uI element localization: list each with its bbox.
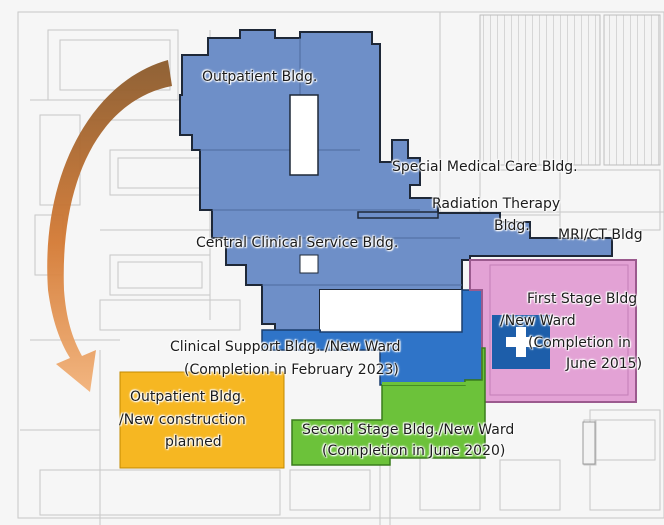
label-central-clinical-service-bldg: Central Clinical Service Bldg. — [196, 235, 399, 251]
second-stage-gap — [382, 382, 482, 385]
radiation-corridor — [357, 211, 439, 219]
label-first-stage-line2: /New Ward — [500, 313, 576, 329]
label-first-stage-line4: June 2015) — [566, 356, 643, 372]
label-clinical-support-line1: Clinical Support Bldg. /New Ward — [170, 339, 401, 355]
label-clinical-support-line2: (Completion in February 2023) — [184, 362, 399, 378]
label-first-stage-line1: First Stage Bldg — [527, 291, 638, 307]
label-first-stage-line3: (Completion in — [528, 335, 631, 351]
label-new-outpatient-line2: /New construction — [119, 412, 246, 428]
existing-hospital-complex — [179, 29, 613, 333]
parking-lot-east — [603, 14, 661, 166]
label-radiation-therapy-line2: Bldg. — [494, 218, 530, 234]
label-second-stage-line2: (Completion in June 2020) — [322, 443, 506, 459]
relocation-arrow — [47, 60, 172, 392]
new-outpatient-site — [119, 371, 285, 469]
annex-box — [582, 421, 596, 465]
label-second-stage-line1: Second Stage Bldg./New Ward — [302, 422, 515, 438]
label-mri-ct-bldg: MRI/CT Bldg — [558, 227, 643, 243]
outpatient-courtyard — [289, 94, 319, 176]
label-new-outpatient-line3: planned — [165, 434, 222, 450]
label-special-medical-care-bldg: Special Medical Care Bldg. — [392, 159, 578, 175]
label-outpatient-bldg: Outpatient Bldg. — [202, 69, 318, 85]
label-radiation-therapy-line1: Radiation Therapy — [432, 196, 561, 212]
central-courtyard — [299, 254, 319, 274]
label-new-outpatient-line1: Outpatient Bldg. — [130, 389, 246, 405]
hospital-cross-icon — [492, 315, 550, 369]
building-inner-lines — [200, 38, 462, 286]
inner-void — [320, 290, 462, 330]
first-stage-inner — [489, 264, 629, 396]
second-stage-building — [291, 347, 486, 466]
parking-lot — [479, 14, 601, 166]
